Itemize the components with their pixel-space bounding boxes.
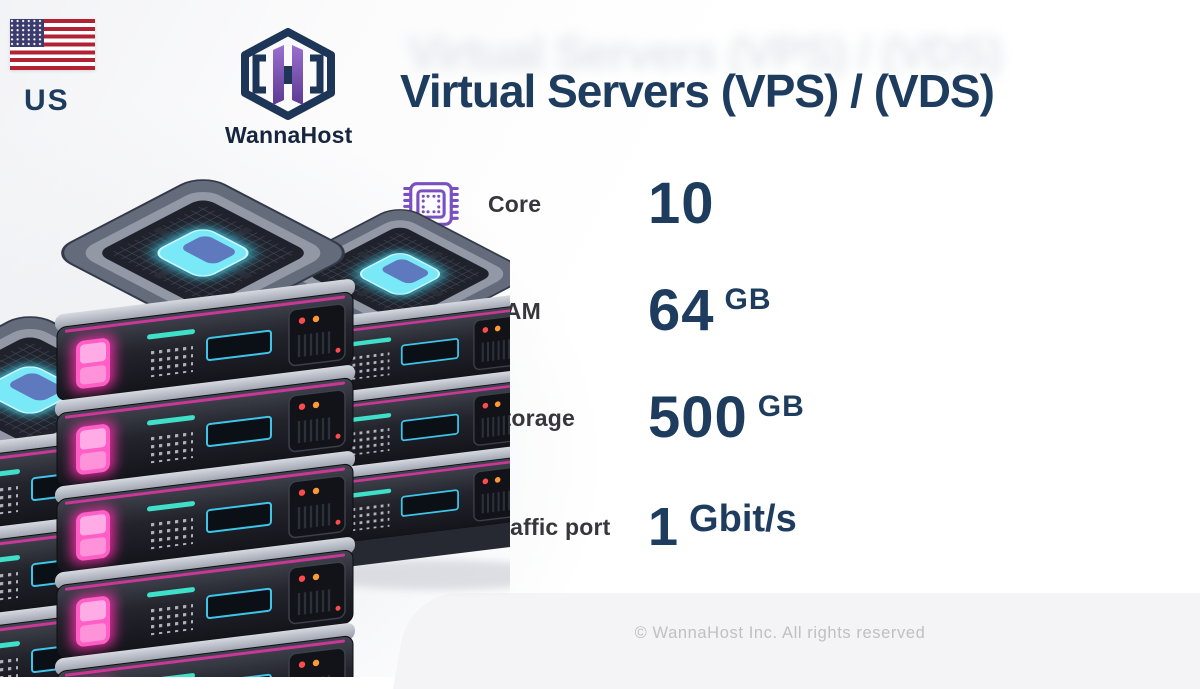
spec-value-number: 1	[648, 497, 680, 557]
spec-value-unit: Gbit/s	[689, 498, 797, 540]
spec-label: Core	[488, 190, 542, 217]
spec-value-unit: GB	[724, 283, 772, 316]
ghost-title: Virtual Servers (VPS) / (VDS)	[408, 27, 1003, 79]
spec-value-number: 500	[648, 385, 748, 450]
region-code: US	[24, 84, 70, 117]
region-block: US	[10, 19, 120, 118]
wannahost-logo-icon	[240, 28, 335, 120]
footer-band: © WannaHost Inc. All rights reserved	[393, 593, 1200, 689]
spec-value-number: 64	[648, 278, 715, 343]
spec-value-unit: GB	[757, 390, 805, 423]
spec-value-number: 10	[648, 171, 715, 236]
wannahost-logo: WannaHost	[225, 28, 353, 149]
us-flag-canton	[10, 19, 44, 47]
page-title: Virtual Servers (VPS) / (VDS)	[400, 65, 995, 117]
spec-value: 500 GB	[648, 389, 805, 447]
server-stack-illustration	[0, 155, 510, 677]
us-flag	[10, 19, 95, 70]
copyright-text: © WannaHost Inc. All rights reserved	[634, 624, 926, 642]
spec-value: 10	[648, 175, 725, 233]
brand-name: WannaHost	[225, 122, 353, 148]
spec-value: 1 Gbit/s	[648, 500, 797, 554]
spec-row-core: Core 10	[400, 171, 725, 237]
cpu-chip-icon	[403, 182, 459, 226]
spec-value: 64 GB	[648, 282, 772, 340]
